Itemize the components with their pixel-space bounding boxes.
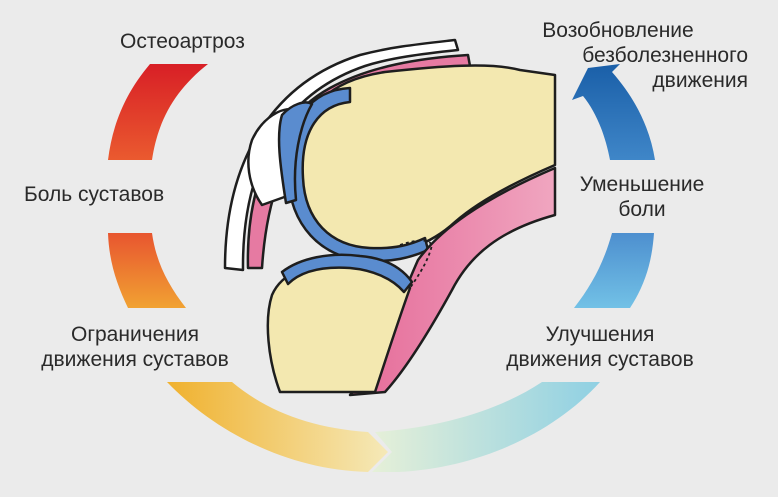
arc-pain-reduction — [574, 233, 654, 308]
knee-joint-illustration — [223, 38, 557, 397]
label-movement-limitation: Ограничения движения суставов — [41, 323, 229, 371]
label-pain-reduction: Уменьшение боли — [579, 173, 705, 221]
label-movement-improvement: Улучшения движения суставов — [506, 323, 694, 371]
arc-osteoarthrosis — [108, 64, 208, 160]
arc-improvement — [372, 382, 600, 472]
label-joint-pain: Боль суставов — [24, 183, 165, 206]
patella-cartilage — [277, 101, 314, 205]
label-osteoarthrosis: Остеоартроз — [120, 30, 245, 53]
arc-limitation — [167, 382, 388, 472]
meniscus-dotted-outline — [399, 239, 433, 289]
progress-ring — [108, 64, 655, 472]
arc-restoration — [572, 64, 655, 160]
tibia-cartilage — [280, 253, 414, 294]
arc-joint-pain — [108, 233, 186, 308]
label-painless-movement-restoration: Возобновление безболезненного движения — [542, 19, 748, 92]
